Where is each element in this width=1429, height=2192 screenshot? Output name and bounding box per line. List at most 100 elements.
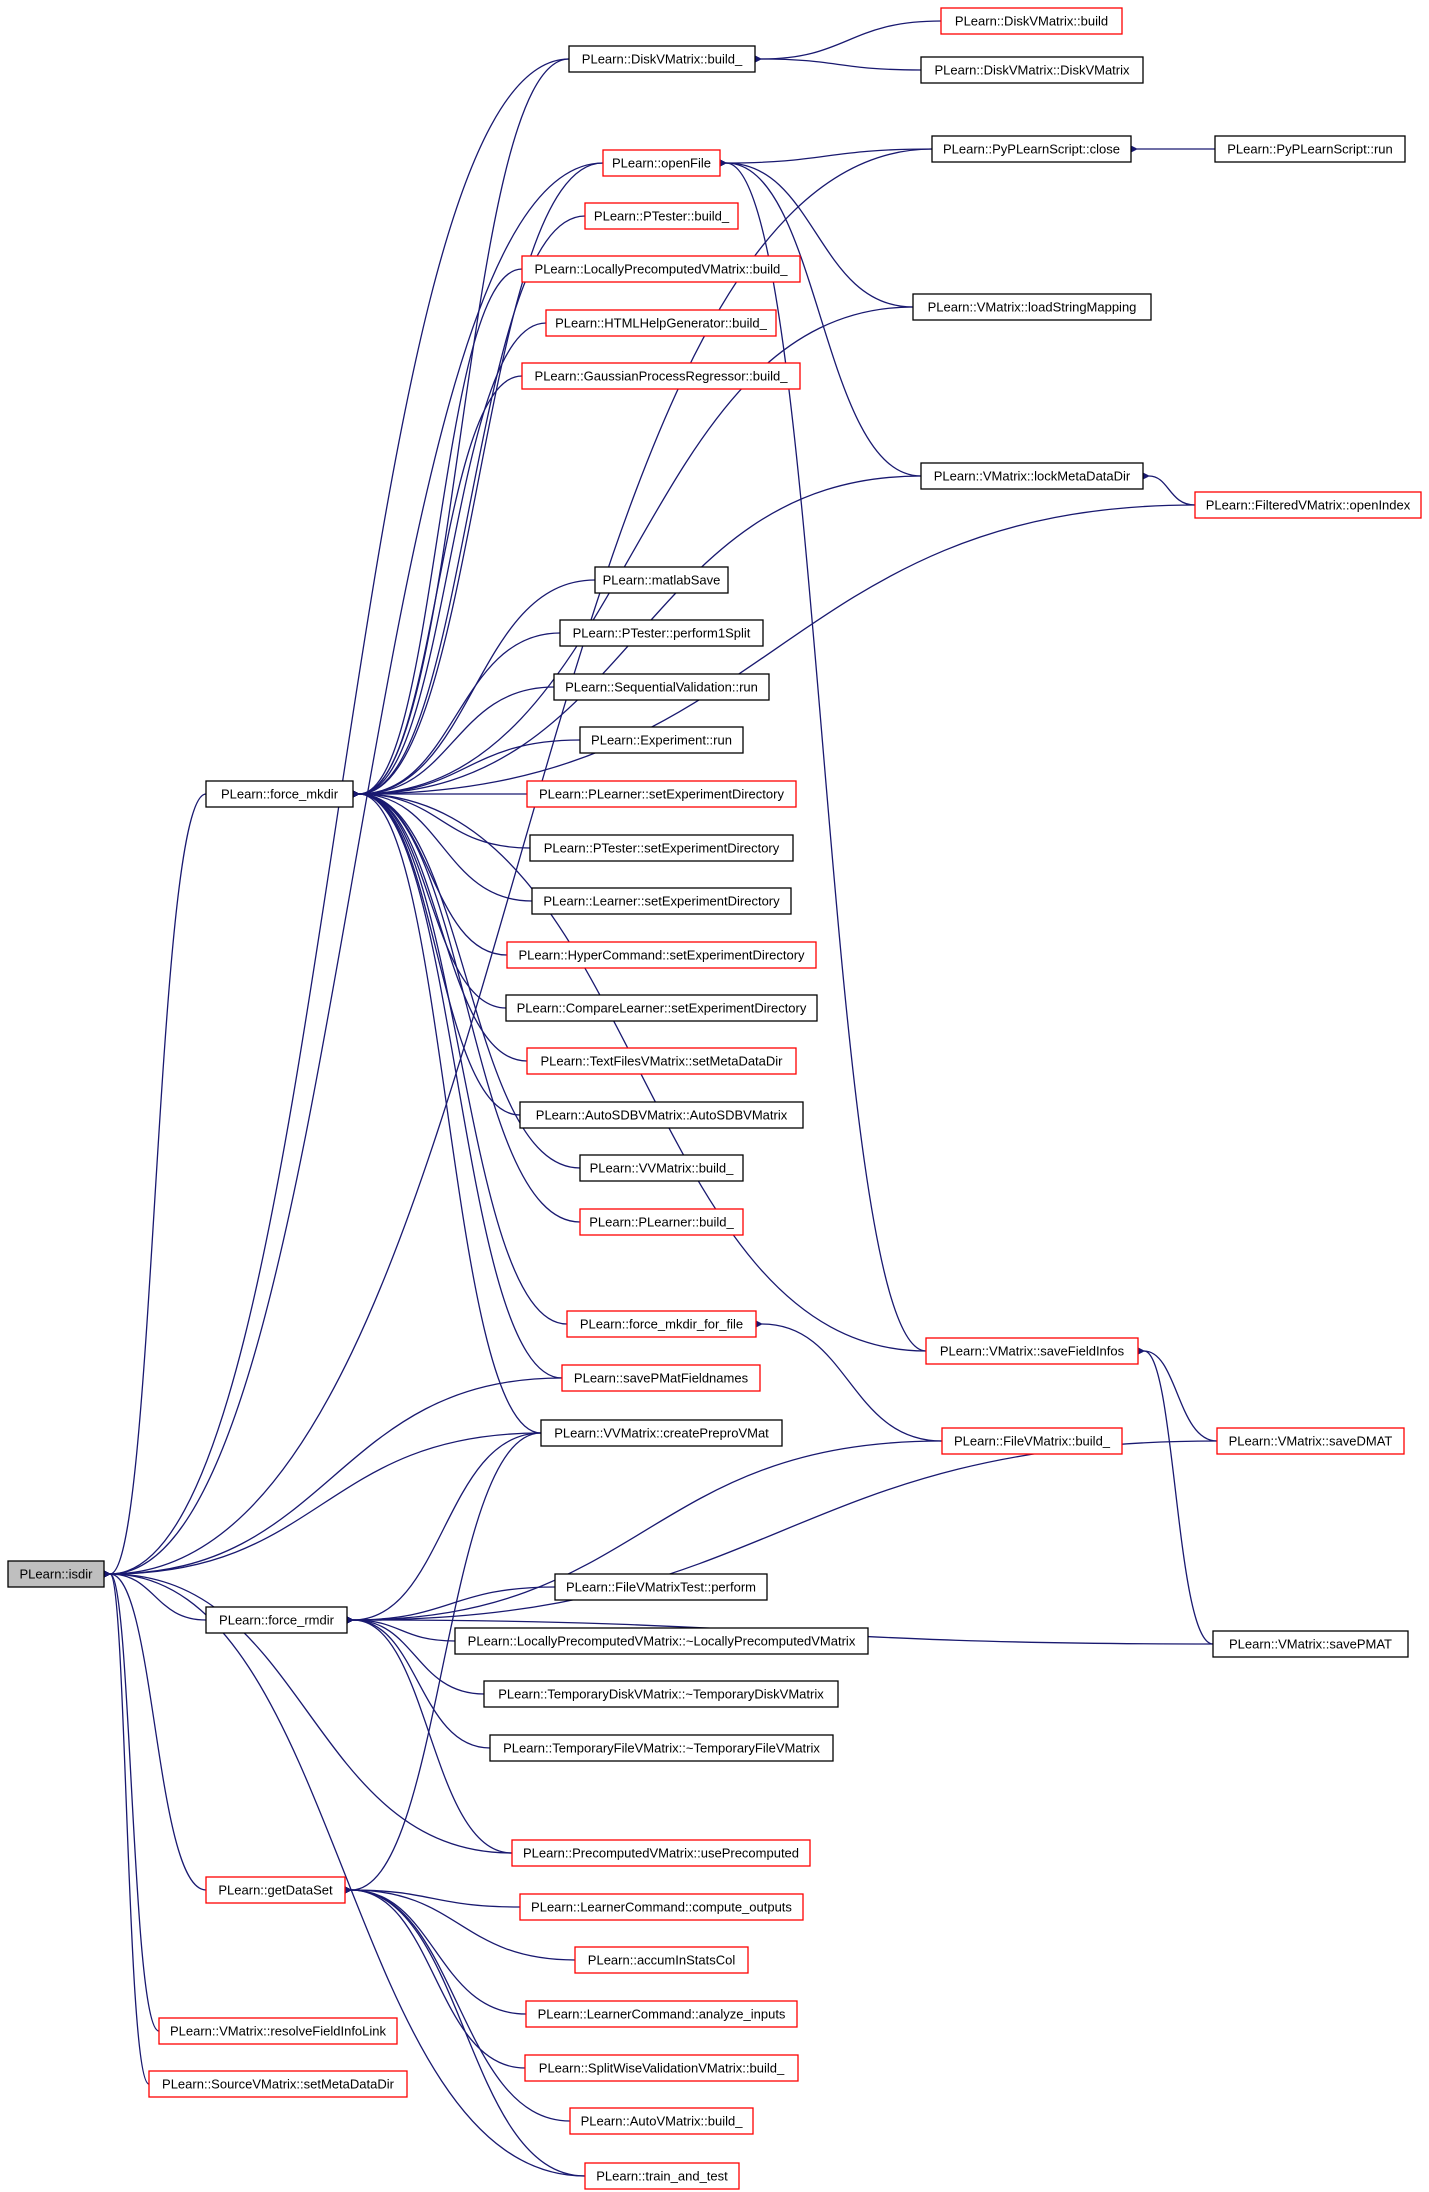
edge-openFile-loadStringMapping	[716, 157, 914, 308]
node-label: PLearn::PTester::perform1Split	[573, 626, 751, 641]
edge-isdir-force_rmdir	[100, 1568, 207, 1621]
node-label: PLearn::Experiment::run	[591, 733, 732, 748]
edge-force_mkdir-plearner_build_	[349, 788, 581, 1223]
node-fmdff[interactable]: PLearn::force_mkdir_for_file	[566, 1310, 757, 1338]
node-saveDMAT[interactable]: PLearn::VMatrix::saveDMAT	[1216, 1427, 1405, 1455]
edge-isdir-train_and_test	[100, 1568, 586, 2177]
node-box	[920, 56, 1144, 84]
edge-isdir-savePMatFieldnames	[100, 1377, 563, 1580]
node-box	[454, 1627, 869, 1655]
node-plearner_sed[interactable]: PLearn::PLearner::setExperimentDirectory	[526, 780, 797, 808]
node-label: PLearn::LocallyPrecomputedVMatrix::~Loca…	[468, 1634, 856, 1649]
edge-getDataSet-autovm_build_	[341, 1884, 571, 2122]
edge-force_rmdir-tdvm_dtor	[343, 1614, 485, 1695]
node-box	[1216, 1427, 1405, 1455]
node-fvmt_perform[interactable]: PLearn::FileVMatrixTest::perform	[554, 1573, 768, 1601]
node-box	[579, 1208, 744, 1236]
node-box	[545, 309, 777, 337]
edge-isdir-getDataSet	[100, 1568, 207, 1891]
node-box	[931, 135, 1132, 163]
node-box	[579, 726, 744, 754]
node-openFile[interactable]: PLearn::openFile	[602, 149, 721, 177]
edge-openFile-pyclose	[716, 148, 933, 169]
node-perform1Split[interactable]: PLearn::PTester::perform1Split	[559, 619, 764, 647]
node-fvm_build_[interactable]: PLearn::FileVMatrix::build_	[941, 1427, 1123, 1455]
node-exp_run[interactable]: PLearn::Experiment::run	[579, 726, 744, 754]
node-getDataSet[interactable]: PLearn::getDataSet	[205, 1876, 346, 1904]
node-box	[205, 780, 354, 808]
node-lpvm_build_[interactable]: PLearn::LocallyPrecomputedVMatrix::build…	[521, 255, 801, 283]
node-ptester_sed[interactable]: PLearn::PTester::setExperimentDirectory	[529, 834, 794, 862]
node-compare_sed[interactable]: PLearn::CompareLearner::setExperimentDir…	[505, 994, 818, 1022]
node-dvm_ctor[interactable]: PLearn::DiskVMatrix::DiskVMatrix	[920, 56, 1144, 84]
edge-force_mkdir-html_build_	[349, 322, 547, 800]
node-seqval_run[interactable]: PLearn::SequentialValidation::run	[553, 673, 770, 701]
node-savePMatFieldnames[interactable]: PLearn::savePMatFieldnames	[561, 1364, 761, 1392]
node-label: PLearn::PTester::build_	[594, 209, 730, 224]
edge-isdir-pyclose	[100, 148, 933, 1580]
node-lockMetaDataDir[interactable]: PLearn::VMatrix::lockMetaDataDir	[920, 462, 1144, 490]
node-label: PLearn::HTMLHelpGenerator::build_	[555, 316, 767, 331]
node-accumInStatsCol[interactable]: PLearn::accumInStatsCol	[574, 1946, 749, 1974]
node-lpvm_dtor[interactable]: PLearn::LocallyPrecomputedVMatrix::~Loca…	[454, 1627, 869, 1655]
node-openIndex[interactable]: PLearn::FilteredVMatrix::openIndex	[1194, 491, 1422, 519]
node-plearner_build_[interactable]: PLearn::PLearner::build_	[579, 1208, 744, 1236]
node-compute_outputs[interactable]: PLearn::LearnerCommand::compute_outputs	[519, 1893, 804, 1921]
node-force_mkdir[interactable]: PLearn::force_mkdir	[205, 780, 354, 808]
node-analyze_inputs[interactable]: PLearn::LearnerCommand::analyze_inputs	[525, 2000, 798, 2028]
edge-isdir-resolveFieldInfoLink	[100, 1568, 160, 2032]
node-label: PLearn::accumInStatsCol	[588, 1953, 736, 1968]
node-pyclose[interactable]: PLearn::PyPLearnScript::close	[931, 135, 1132, 163]
edge-getDataSet-swvvm_build_	[341, 1884, 526, 2069]
node-src_setMetaDataDir[interactable]: PLearn::SourceVMatrix::setMetaDataDir	[148, 2070, 408, 2098]
node-box	[158, 2017, 398, 2045]
edge-saveFieldInfos-savePMAT	[1134, 1345, 1214, 1645]
edge-force_mkdir-tfvm_smdd	[349, 788, 528, 1062]
node-train_and_test[interactable]: PLearn::train_and_test	[584, 2162, 740, 2190]
node-force_rmdir[interactable]: PLearn::force_rmdir	[205, 1606, 348, 1634]
node-tfvm_dtor[interactable]: PLearn::TemporaryFileVMatrix::~Temporary…	[489, 1734, 834, 1762]
node-dvm_build[interactable]: PLearn::DiskVMatrix::build	[940, 7, 1123, 35]
node-html_build_[interactable]: PLearn::HTMLHelpGenerator::build_	[545, 309, 777, 337]
node-box	[602, 149, 721, 177]
node-saveFieldInfos[interactable]: PLearn::VMatrix::saveFieldInfos	[925, 1337, 1139, 1365]
edge-getDataSet-accumInStatsCol	[341, 1884, 576, 1961]
node-autosdbv[interactable]: PLearn::AutoSDBVMatrix::AutoSDBVMatrix	[519, 1101, 804, 1129]
edge-saveFieldInfos-saveDMAT	[1134, 1345, 1218, 1442]
node-resolveFieldInfoLink[interactable]: PLearn::VMatrix::resolveFieldInfoLink	[158, 2017, 398, 2045]
node-matlabSave[interactable]: PLearn::matlabSave	[594, 566, 729, 594]
node-box	[912, 293, 1152, 321]
edge-getDataSet-createPreproVMat	[341, 1432, 542, 1896]
node-box	[505, 994, 818, 1022]
node-loadStringMapping[interactable]: PLearn::VMatrix::loadStringMapping	[912, 293, 1152, 321]
node-label: PLearn::LearnerCommand::compute_outputs	[531, 1900, 792, 1915]
node-tdvm_dtor[interactable]: PLearn::TemporaryDiskVMatrix::~Temporary…	[483, 1680, 839, 1708]
node-box	[559, 619, 764, 647]
node-label: PLearn::PyPLearnScript::close	[943, 142, 1120, 157]
node-swvvm_build_[interactable]: PLearn::SplitWiseValidationVMatrix::buil…	[524, 2054, 799, 2082]
node-label: PLearn::LearnerCommand::analyze_inputs	[538, 2007, 786, 2022]
node-createPreproVMat[interactable]: PLearn::VVMatrix::createPreproVMat	[540, 1419, 783, 1447]
node-pyrun[interactable]: PLearn::PyPLearnScript::run	[1214, 135, 1406, 163]
node-learner_sed[interactable]: PLearn::Learner::setExperimentDirectory	[531, 887, 792, 915]
node-vvm_build_[interactable]: PLearn::VVMatrix::build_	[579, 1154, 744, 1182]
node-box	[594, 566, 729, 594]
node-dvm_build_[interactable]: PLearn::DiskVMatrix::build_	[568, 45, 756, 73]
node-label: PLearn::VMatrix::loadStringMapping	[928, 300, 1137, 315]
edge-isdir-dvm_build_	[100, 58, 570, 1580]
node-savePMAT[interactable]: PLearn::VMatrix::savePMAT	[1212, 1630, 1409, 1658]
edge-getDataSet-analyze_inputs	[341, 1884, 527, 2015]
node-label: PLearn::PLearner::setExperimentDirectory	[539, 787, 784, 802]
edge-isdir-force_mkdir	[100, 793, 207, 1580]
node-usePrecomputed[interactable]: PLearn::PrecomputedVMatrix::usePrecomput…	[511, 1839, 811, 1867]
node-tfvm_smdd[interactable]: PLearn::TextFilesVMatrix::setMetaDataDir	[526, 1047, 797, 1075]
node-autovm_build_[interactable]: PLearn::AutoVMatrix::build_	[569, 2107, 754, 2135]
node-box	[489, 1734, 834, 1762]
node-gpr_build_[interactable]: PLearn::GaussianProcessRegressor::build_	[521, 362, 801, 390]
node-label: PLearn::TemporaryDiskVMatrix::~Temporary…	[498, 1687, 824, 1702]
node-ptester_build_[interactable]: PLearn::PTester::build_	[584, 202, 739, 230]
node-hyper_sed[interactable]: PLearn::HyperCommand::setExperimentDirec…	[506, 941, 817, 969]
edge-force_mkdir-fmdff	[349, 788, 568, 1325]
node-box	[940, 7, 1123, 35]
node-box	[205, 1876, 346, 1904]
